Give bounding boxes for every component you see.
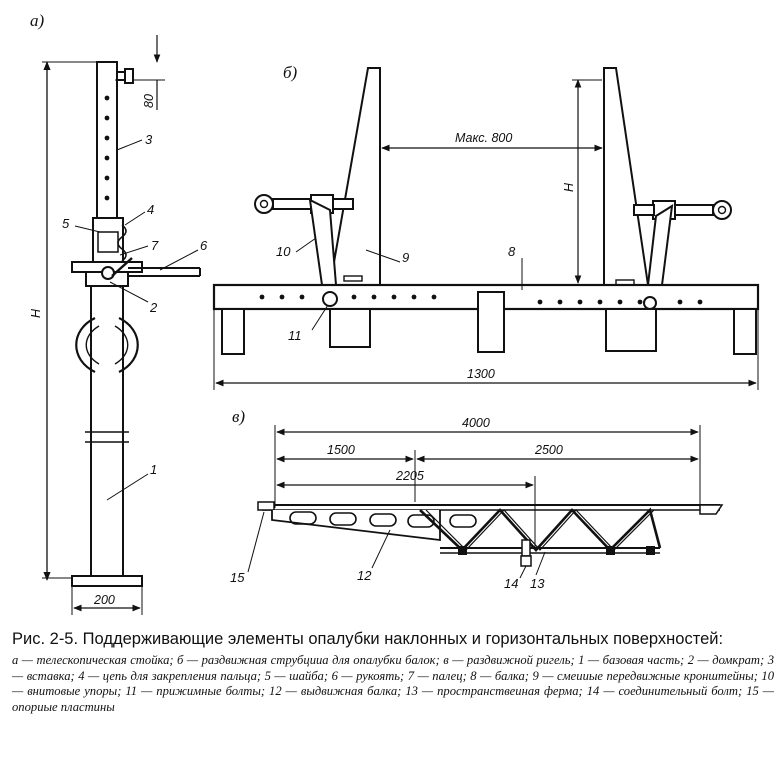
dim-b-height: H	[562, 182, 576, 192]
figure-caption: Рис. 2-5. Поддерживающие элементы опалуб…	[12, 630, 774, 715]
dim-v-left: 1500	[327, 443, 355, 457]
caption-legend: а — телескопическая стойка; б — раздвижн…	[12, 653, 774, 714]
dim-b-max: Макс. 800	[455, 131, 512, 145]
dim-a-base: 200	[93, 593, 115, 607]
label-5: 5	[62, 216, 70, 231]
label-6: 6	[200, 238, 208, 253]
label-11: 11	[288, 328, 302, 343]
dim-v-right: 2500	[534, 443, 563, 457]
panel-a-telescopic-prop: а) H 80	[29, 11, 208, 615]
label-13: 13	[530, 576, 545, 591]
label-14: 14	[504, 576, 518, 591]
dim-a-top: 80	[142, 94, 156, 108]
panel-b-adjustable-clamp: б) Макс. 800 H	[212, 63, 760, 390]
formwork-support-figure: а) H 80	[29, 11, 760, 615]
label-12: 12	[357, 568, 372, 583]
label-9: 9	[402, 250, 409, 265]
label-7: 7	[151, 238, 159, 253]
caption-title: Рис. 2-5. Поддерживающие элементы опалуб…	[12, 630, 724, 648]
label-10: 10	[276, 244, 291, 259]
label-4: 4	[147, 202, 154, 217]
label-1: 1	[150, 462, 157, 477]
dim-b-total: 1300	[467, 367, 495, 381]
label-2: 2	[149, 300, 158, 315]
dim-a-height: H	[29, 308, 43, 318]
panel-v-label: в)	[232, 407, 245, 426]
dim-v-total: 4000	[462, 416, 490, 430]
label-8: 8	[508, 244, 516, 259]
label-15: 15	[230, 570, 245, 585]
panel-b-label: б)	[283, 63, 298, 82]
label-3: 3	[145, 132, 153, 147]
dim-v-mid: 2205	[395, 469, 424, 483]
panel-a-label: а)	[30, 11, 45, 30]
panel-v-telescopic-beam: в) 4000 1500 2500 2205	[230, 407, 724, 591]
